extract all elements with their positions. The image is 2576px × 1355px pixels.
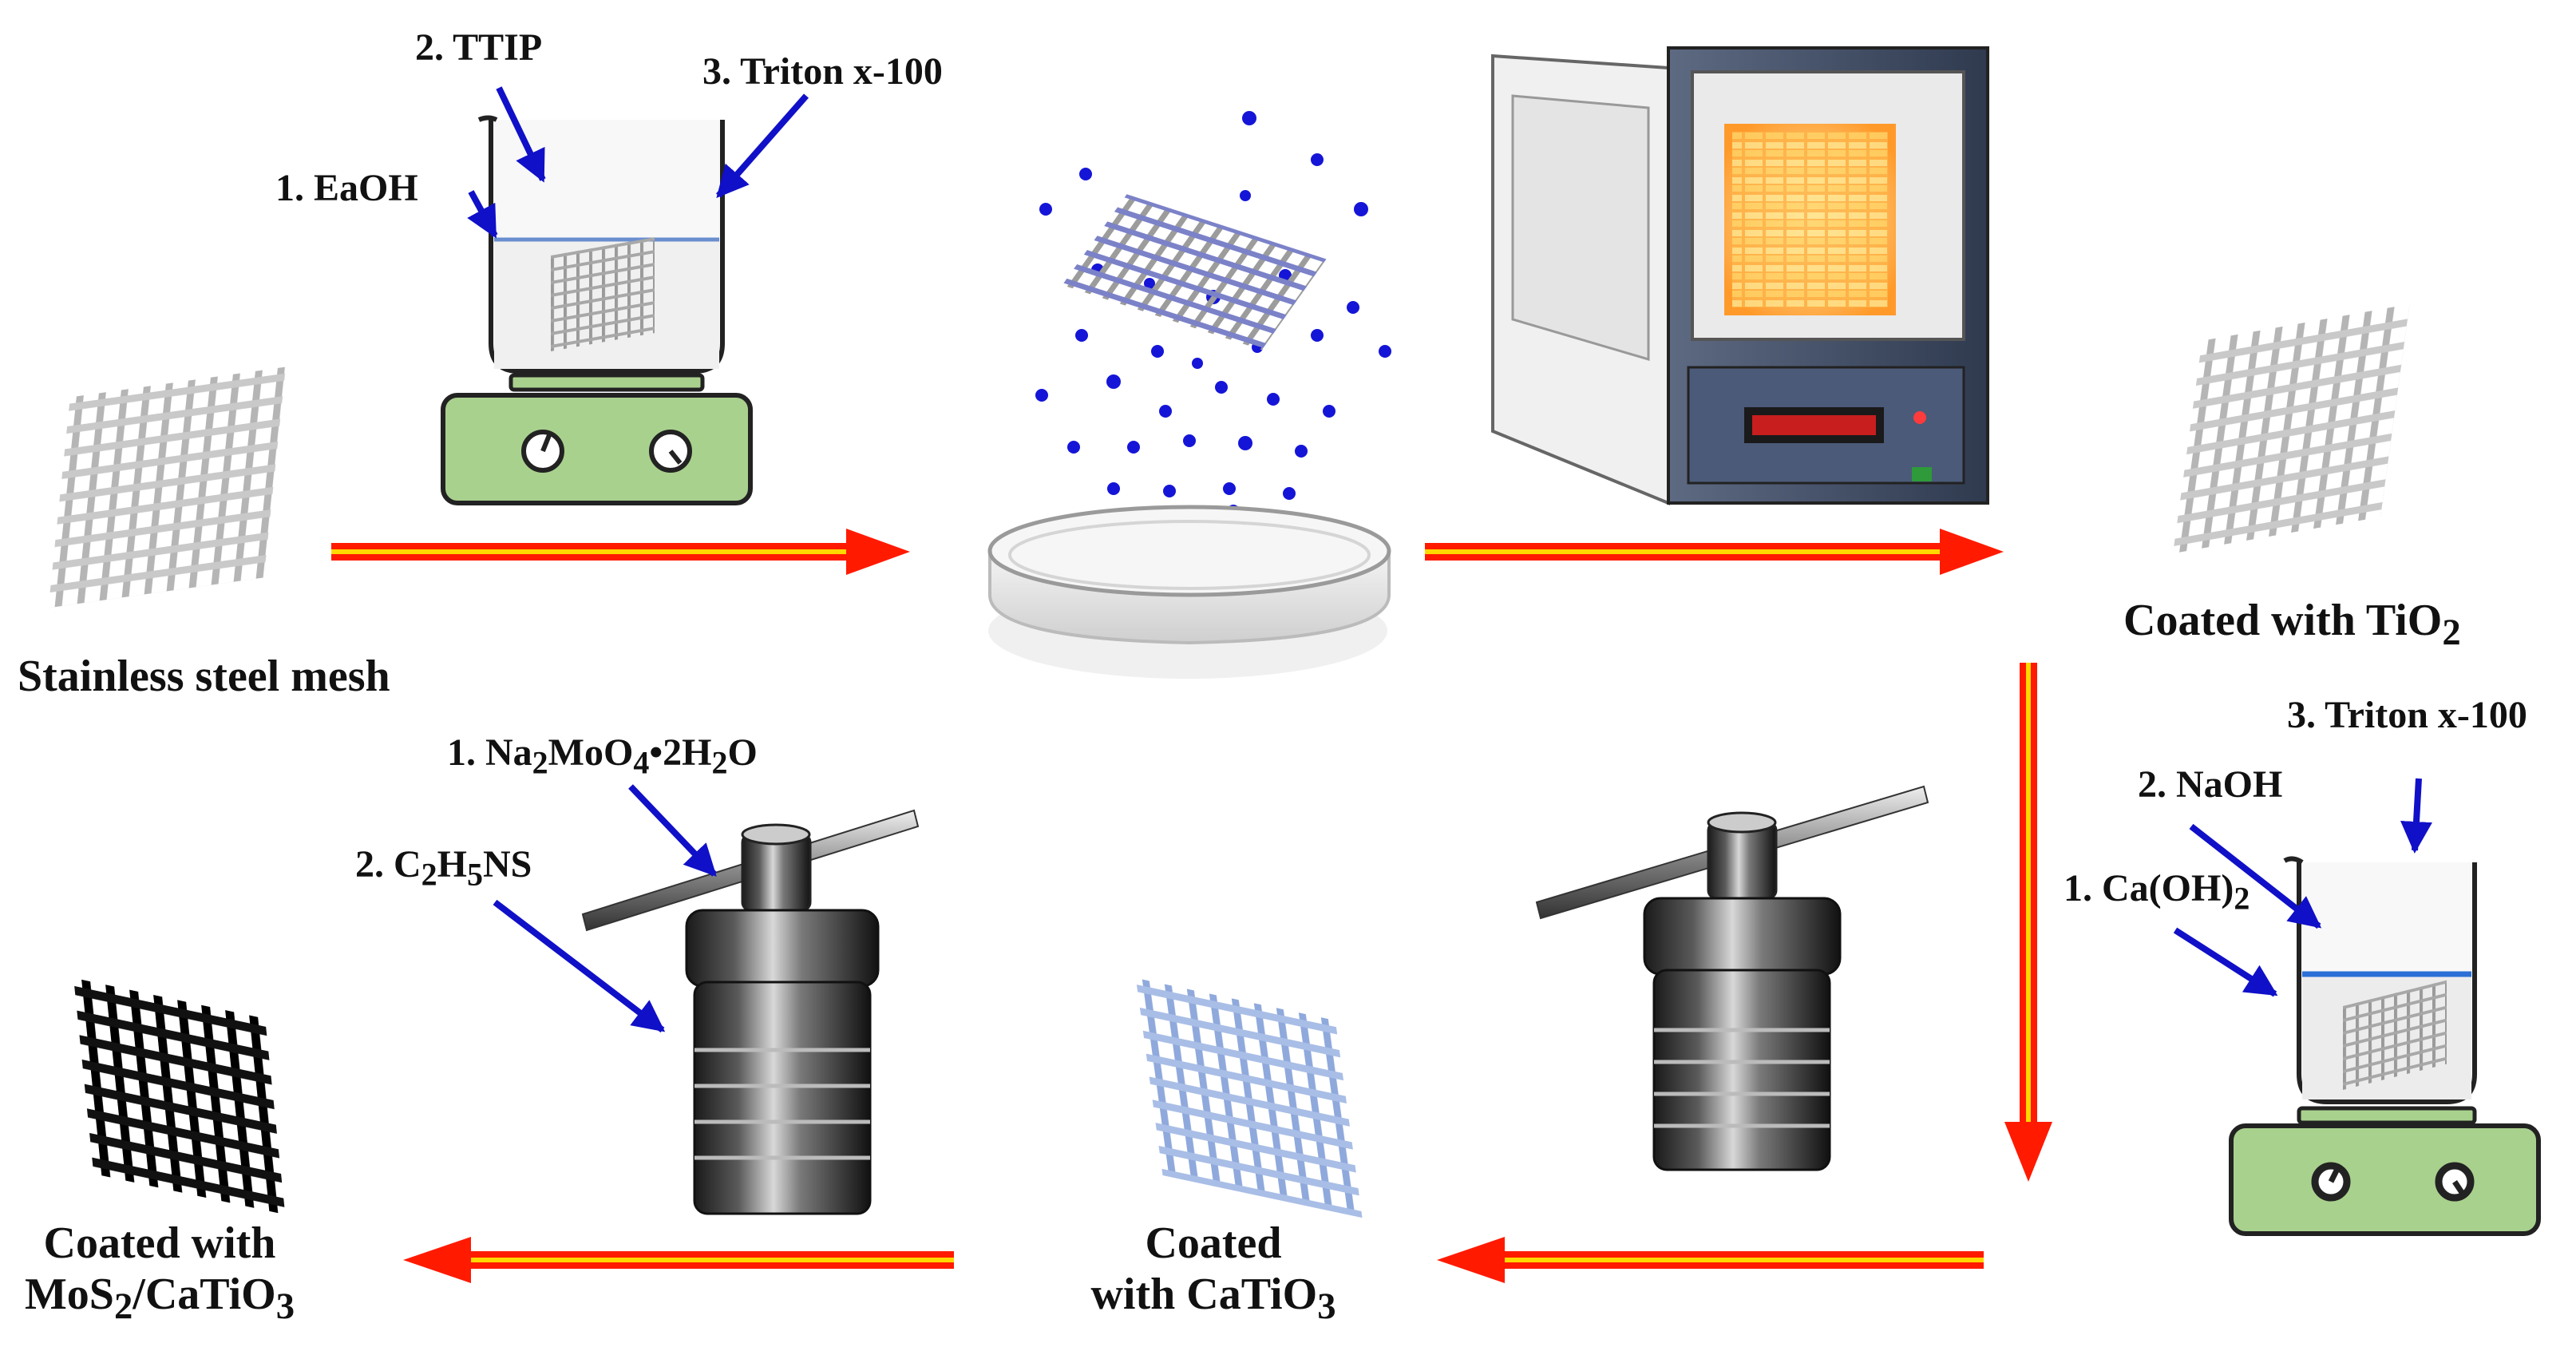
hot-plate-stirrer-icon (2229, 1106, 2541, 1236)
pointer-arrow-icon (496, 86, 546, 183)
autoclave-icon (581, 809, 920, 1215)
formula-part: 2. C (355, 843, 421, 886)
mos2-text: MoS (24, 1270, 114, 1320)
formula-subscript: 4 (633, 744, 650, 781)
steel-mesh-icon (1062, 194, 1327, 351)
steel-mesh-icon (2173, 303, 2410, 554)
catio3-text: /CaTiO (133, 1270, 276, 1320)
catio3-line2: with CaTiO3 (1062, 1269, 1365, 1329)
autoclave-icon (1535, 785, 1929, 1171)
process-arrow-icon (403, 1237, 954, 1283)
reagent-label-triton-2: 3. Triton x-100 (2287, 694, 2527, 736)
beaker-icon (477, 115, 725, 374)
formula-subscript: 5 (467, 856, 484, 893)
mos2-line2: MoS2/CaTiO3 (8, 1269, 311, 1329)
formula-part: H (437, 843, 468, 886)
nanoparticles-icon (1035, 111, 1391, 565)
calcium-hydroxide-subscript: 2 (2234, 880, 2250, 917)
pointer-arrow-icon (2173, 927, 2278, 997)
process-arrow-icon (331, 529, 910, 575)
reagent-label-ttip: 2. TTIP (415, 26, 543, 69)
reagent-label-naoh: 2. NaOH (2138, 763, 2283, 806)
catio3-coated-label: Coated with CaTiO3 (1062, 1218, 1365, 1329)
pointer-arrow-icon (715, 93, 809, 199)
formula-part: NS (483, 843, 532, 886)
mos2-subscript: 2 (113, 1286, 133, 1328)
process-arrow-icon (2004, 663, 2052, 1182)
pointer-arrow-icon (628, 784, 717, 877)
reagent-label-triton: 3. Triton x-100 (702, 50, 943, 93)
catio3-text: with CaTiO (1090, 1270, 1318, 1320)
steel-mesh-icon (73, 977, 286, 1215)
formula-subscript: 2 (421, 856, 437, 893)
pointer-arrow-icon (2189, 823, 2322, 929)
reagent-label-thioacetamide: 2. C2H5NS (355, 842, 532, 893)
beaker-icon (2283, 856, 2477, 1104)
pointer-arrow-icon (467, 190, 498, 239)
formula-part: MoO (548, 731, 634, 774)
formula-part: O (727, 731, 758, 774)
reagent-label-calcium-hydroxide: 1. Ca(OH)2 (2064, 866, 2250, 917)
mos2-line1: Coated with (43, 1218, 276, 1268)
formula-part: •2H (649, 731, 712, 774)
reagent-label-ethanol: 1. EaOH (275, 167, 418, 209)
calcium-hydroxide-text: 1. Ca(OH) (2064, 867, 2234, 909)
steel-mesh-icon (1135, 977, 1363, 1218)
stainless-steel-mesh-label: Stainless steel mesh (18, 652, 390, 701)
tio2-coated-label: Coated with TiO2 (2123, 595, 2461, 655)
muffle-furnace-icon (1491, 46, 1989, 505)
steel-mesh-icon (48, 366, 286, 608)
catio3-subscript: 3 (275, 1286, 295, 1328)
process-arrow-icon (1425, 529, 2004, 575)
pointer-arrow-icon (493, 899, 666, 1033)
formula-subscript: 2 (711, 744, 728, 781)
mos2-catio3-coated-label: Coated with MoS2/CaTiO3 (8, 1218, 311, 1329)
catio3-line1: Coated (1145, 1218, 1282, 1268)
process-arrow-icon (1437, 1237, 1984, 1283)
tio2-coated-text: Coated with TiO (2123, 596, 2443, 645)
reagent-label-sodium-molybdate: 1. Na2MoO4•2H2O (447, 731, 758, 782)
tio2-subscript: 2 (2442, 612, 2461, 654)
catio3-subscript: 3 (1317, 1286, 1336, 1328)
formula-subscript: 2 (532, 744, 548, 781)
formula-part: 1. Na (447, 731, 532, 774)
pointer-arrow-icon (2400, 778, 2432, 854)
petri-dish-icon (987, 505, 1391, 679)
hot-plate-stirrer-icon (441, 373, 753, 505)
